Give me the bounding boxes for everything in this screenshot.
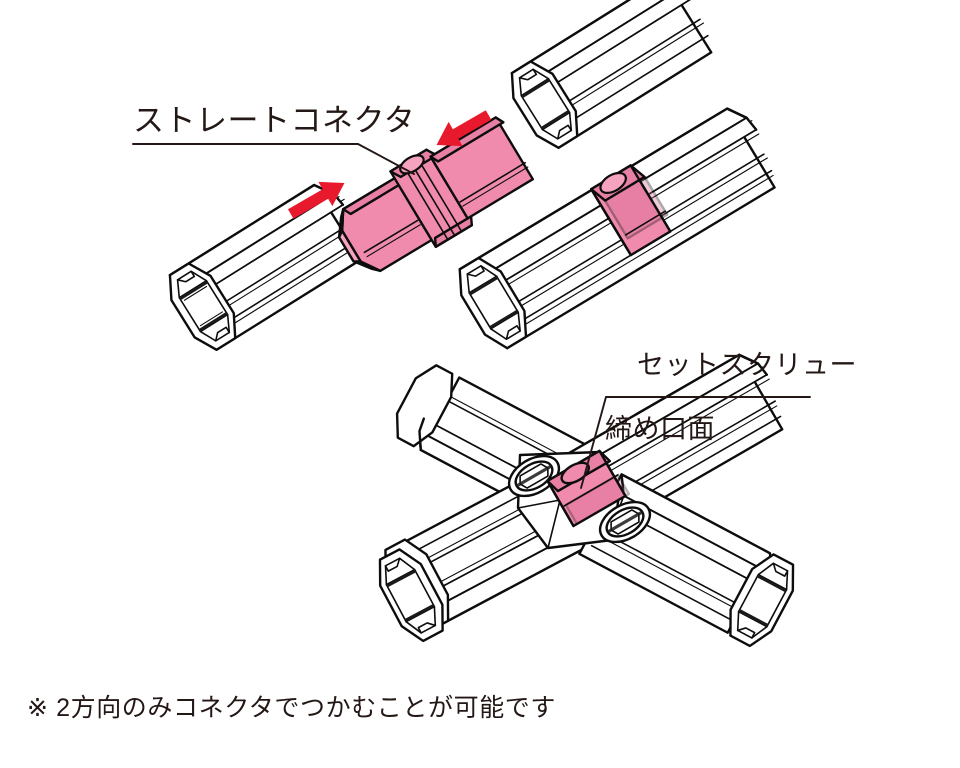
leader-setscrew <box>580 396 811 489</box>
label-straight-connector: ストレートコネクタ <box>133 103 416 138</box>
assembly-arrow-right <box>436 110 492 147</box>
label-setscrew: セットスクリュー 締め口面 <box>605 318 857 509</box>
cross-joint-assembly <box>378 353 795 648</box>
label-setscrew-line1: セットスクリュー <box>637 349 858 380</box>
pipe-upper-right <box>510 0 713 149</box>
connector-band-cross <box>546 449 631 528</box>
assembly-arrow-left <box>288 181 345 219</box>
pipe-assembled-middle <box>458 107 776 350</box>
setscrew-head-lower <box>598 500 652 544</box>
pipe-lower-left <box>168 183 362 351</box>
connector-band-middle <box>590 164 672 257</box>
setscrew-head-upper <box>507 454 561 498</box>
label-setscrew-line2: 締め口面 <box>605 413 715 444</box>
footnote-text: ※ 2方向のみコネクタでつかむことが可能です <box>27 694 556 722</box>
leader-straight-connector <box>132 143 415 175</box>
